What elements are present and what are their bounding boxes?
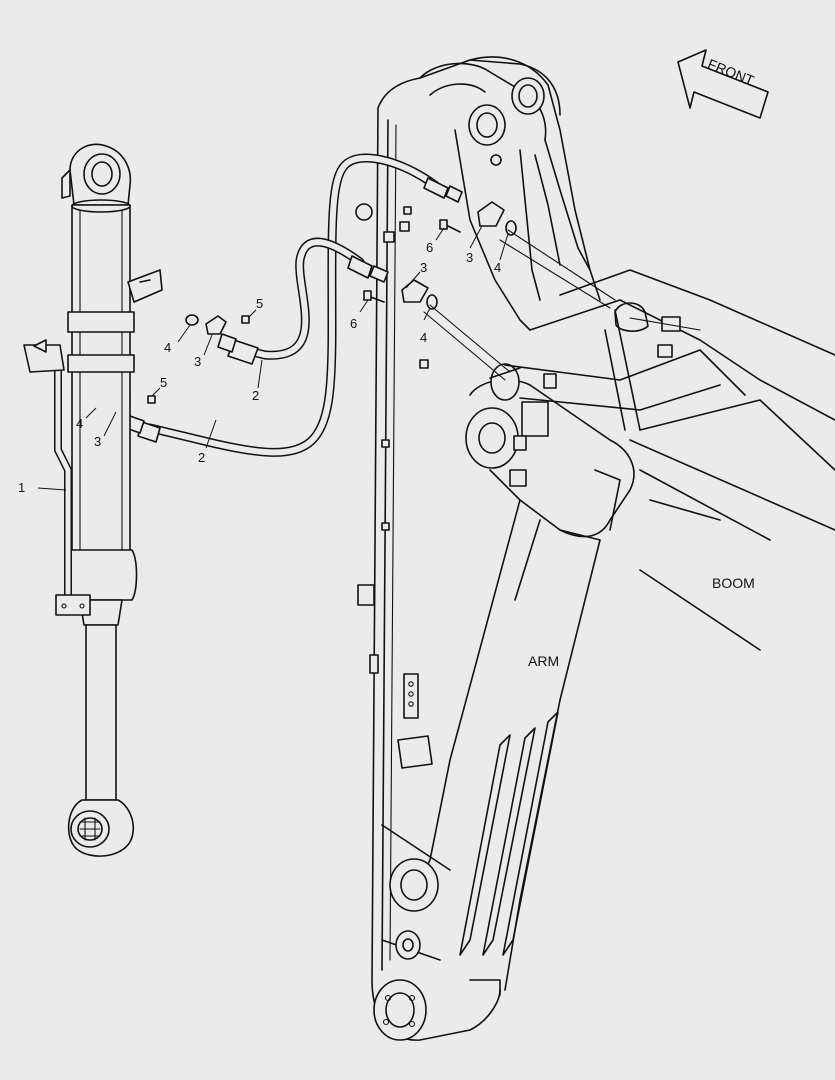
front-arrow	[677, 49, 769, 119]
boom-label: BOOM	[712, 575, 755, 591]
callout-3-right-lower: 3	[420, 260, 427, 275]
callout-4-left-lower: 4	[76, 416, 83, 431]
hose-upper	[145, 153, 440, 457]
callout-4-right-upper: 4	[494, 260, 501, 275]
callout-2-upper: 2	[252, 388, 259, 403]
callout-4-left-upper: 4	[164, 340, 171, 355]
arm-outline	[355, 56, 835, 1041]
callout-5-upper: 5	[256, 296, 263, 311]
callout-3-right-upper: 3	[466, 250, 473, 265]
hose-fittings	[125, 177, 463, 443]
cylinder-pipe	[23, 339, 91, 616]
callout-5-lower: 5	[160, 375, 167, 390]
callout-leaders	[37, 225, 509, 491]
steel-pipes	[423, 229, 701, 381]
callout-3-left-lower: 3	[94, 434, 101, 449]
callout-2-lower: 2	[198, 450, 205, 465]
callout-1: 1	[18, 480, 25, 495]
hose-lower	[240, 237, 365, 360]
arm-label: ARM	[528, 653, 559, 669]
callout-4-right-lower: 4	[420, 330, 427, 345]
callout-6-upper: 6	[426, 240, 433, 255]
callout-3-left-upper: 3	[194, 354, 201, 369]
hydraulic-cylinder	[61, 143, 163, 857]
callout-6-lower: 6	[350, 316, 357, 331]
